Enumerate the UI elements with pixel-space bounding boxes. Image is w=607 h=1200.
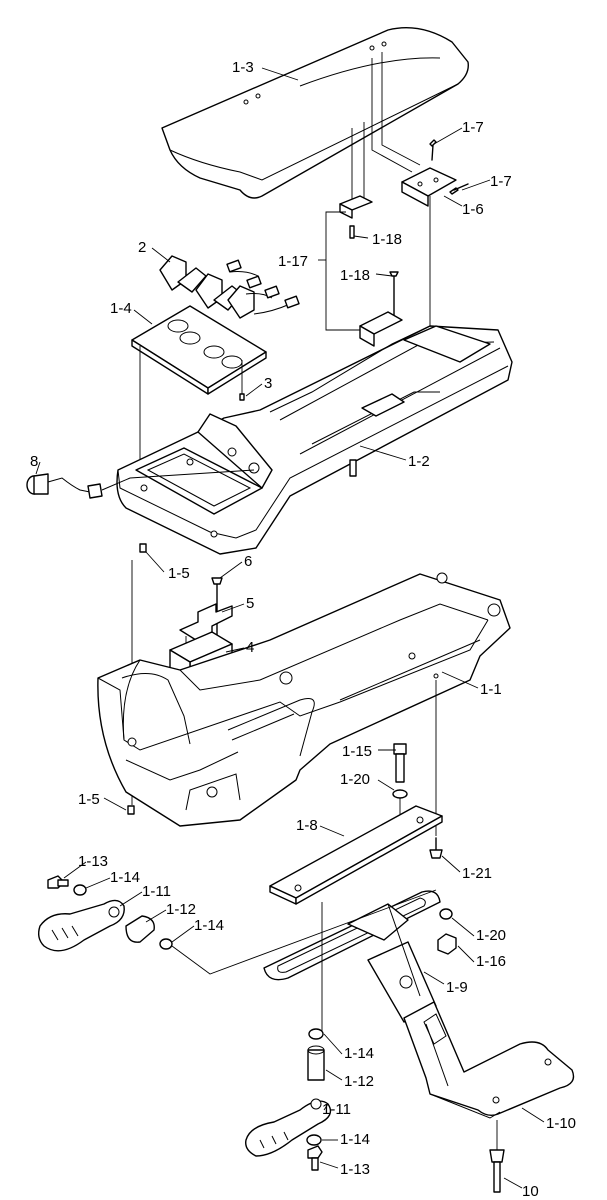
callout-1-14: 1-14 (110, 869, 140, 886)
group-bracket (325, 211, 362, 331)
callout-1-3: 1-3 (232, 59, 254, 76)
base-bracket (403, 1001, 575, 1119)
callout-1-10: 1-10 (546, 1115, 576, 1132)
callout-1-7: 1-7 (462, 119, 484, 136)
callout-leaders (35, 67, 545, 1189)
switch-plate (131, 305, 267, 395)
callout-10: 10 (522, 1183, 539, 1200)
callout-1-9: 1-9 (446, 979, 468, 996)
callout-6: 6 (244, 553, 252, 570)
callout-1-4: 1-4 (110, 300, 132, 317)
callout-1-5: 1-5 (168, 565, 190, 582)
armrest-pad (161, 27, 469, 199)
callout-1-20: 1-20 (476, 927, 506, 944)
cable-connector (26, 469, 255, 499)
callout-1-1: 1-1 (480, 681, 502, 698)
callout-1-2: 1-2 (408, 453, 430, 470)
callout-5: 5 (246, 595, 254, 612)
callout-1-11: 1-11 (142, 883, 171, 900)
mounting-bracket (401, 167, 457, 207)
callout-1-8: 1-8 (296, 817, 318, 834)
screw (139, 543, 147, 553)
callout-1-13: 1-13 (78, 853, 108, 870)
callout-1-15: 1-15 (342, 743, 372, 760)
lever-set-left (37, 875, 173, 952)
callout-2: 2 (138, 239, 146, 256)
callout-1-14: 1-14 (194, 917, 224, 934)
screw (429, 837, 443, 859)
hex-bolt (393, 743, 407, 783)
callout-1-5: 1-5 (78, 791, 100, 808)
lower-clip-bracket (359, 311, 403, 347)
lever-set-lower (245, 1028, 332, 1171)
flat-washer (392, 789, 408, 799)
callout-1-18: 1-18 (372, 231, 402, 248)
callout-1-21: 1-21 (462, 865, 492, 882)
callout-1-13: 1-13 (340, 1161, 370, 1178)
screw (429, 139, 437, 161)
callout-1-7: 1-7 (490, 173, 512, 190)
callout-8: 8 (30, 453, 38, 470)
callout-1-14: 1-14 (344, 1045, 374, 1062)
callout-1-12: 1-12 (344, 1073, 374, 1090)
assembly-line (381, 52, 421, 166)
callout-1-11: 1-11 (322, 1101, 351, 1118)
screw (389, 271, 399, 319)
callout-3: 3 (264, 375, 272, 392)
assembly-line (171, 889, 437, 975)
hex-bolt (489, 1149, 505, 1193)
callout-1-16: 1-16 (476, 953, 506, 970)
callout-1-20: 1-20 (340, 771, 370, 788)
switch-assembly (159, 255, 300, 319)
mounting-plate (269, 805, 443, 905)
screw (127, 805, 135, 815)
slide-arm (263, 890, 441, 1023)
screw (449, 183, 469, 195)
console-base (97, 572, 511, 827)
callout-1-17: 1-17 (278, 253, 308, 270)
callout-1-14: 1-14 (340, 1131, 370, 1148)
callout-1-12: 1-12 (166, 901, 196, 918)
assembly-line (371, 58, 413, 173)
callout-1-18: 1-18 (340, 267, 370, 284)
console-top-cover (116, 325, 513, 555)
flat-washer (439, 908, 453, 920)
callout-4: 4 (246, 639, 254, 656)
upper-clip-bracket (339, 195, 373, 239)
hex-nut (437, 933, 457, 955)
screw (239, 393, 245, 401)
callout-1-6: 1-6 (462, 201, 484, 218)
